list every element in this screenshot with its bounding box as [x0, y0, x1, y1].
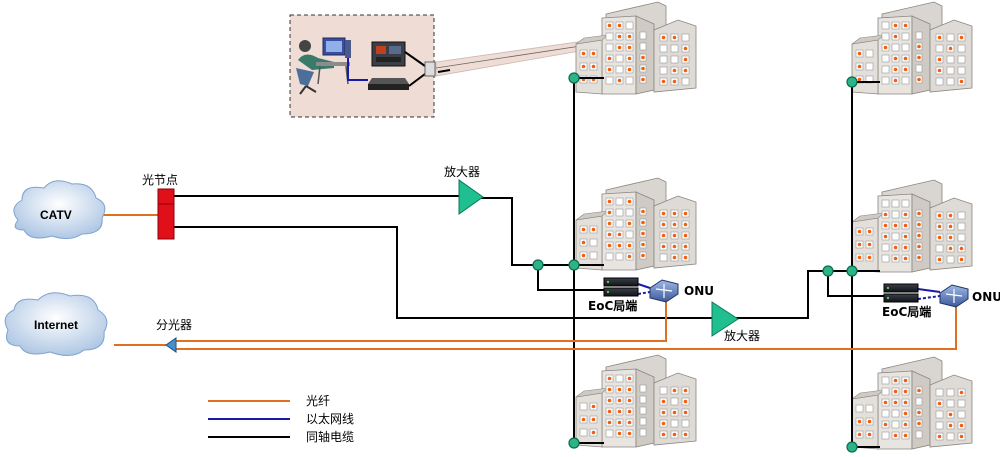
- tap-node: [846, 441, 858, 453]
- onu-2-label: ONU: [972, 290, 1000, 304]
- legend: 光纤 以太网线 同轴电缆: [208, 394, 354, 444]
- onu-2-icon: [939, 284, 969, 308]
- catv-label: CATV: [40, 208, 72, 222]
- tap-node: [568, 72, 580, 84]
- legend-fiber-label: 光纤: [306, 394, 330, 408]
- office-inset: [289, 14, 436, 118]
- building-icon: [851, 179, 973, 273]
- cable-taps: [532, 72, 858, 453]
- building-icon: [851, 1, 973, 95]
- tap-node: [532, 259, 544, 271]
- user-at-computer-icon: [296, 37, 351, 95]
- tap-node: [846, 76, 858, 88]
- tap-node: [822, 265, 834, 277]
- amplifier-1: [458, 179, 484, 215]
- eoc-headend-2-icon: [883, 283, 919, 303]
- tap-node: [568, 437, 580, 449]
- ethernet-links: [637, 283, 941, 300]
- amplifier-2-label: 放大器: [724, 328, 760, 343]
- building-icon: [851, 356, 973, 450]
- splitter-label: 分光器: [156, 318, 192, 332]
- building-icon: [575, 1, 697, 95]
- amplifier-2: [711, 301, 739, 337]
- coax-cables: [174, 77, 884, 448]
- building-group: [575, 1, 973, 450]
- legend-ethernet-label: 以太网线: [306, 411, 354, 426]
- eoc-1-label: EoC局端: [588, 298, 637, 313]
- amplifier-1-label: 放大器: [444, 164, 480, 179]
- internet-cloud: Internet: [4, 292, 108, 356]
- legend-coax-label: 同轴电缆: [306, 429, 354, 444]
- eoc-2-label: EoC局端: [882, 304, 931, 319]
- eoc-headend-1-icon: [603, 277, 639, 297]
- fiber-cables: [100, 214, 957, 350]
- onu-1-label: ONU: [684, 284, 714, 298]
- building-icon: [575, 354, 697, 448]
- optical-splitter: [165, 337, 177, 353]
- network-switch-icon: [371, 41, 406, 67]
- internet-label: Internet: [34, 318, 78, 332]
- building-icon: [575, 177, 697, 271]
- optical-node-label: 光节点: [142, 173, 178, 187]
- optical-node: [157, 188, 175, 240]
- modem-icon: [368, 78, 409, 90]
- catv-cloud: CATV: [13, 180, 106, 240]
- tap-node: [568, 259, 580, 271]
- tap-node: [846, 265, 858, 277]
- onu-1-icon: [649, 279, 679, 303]
